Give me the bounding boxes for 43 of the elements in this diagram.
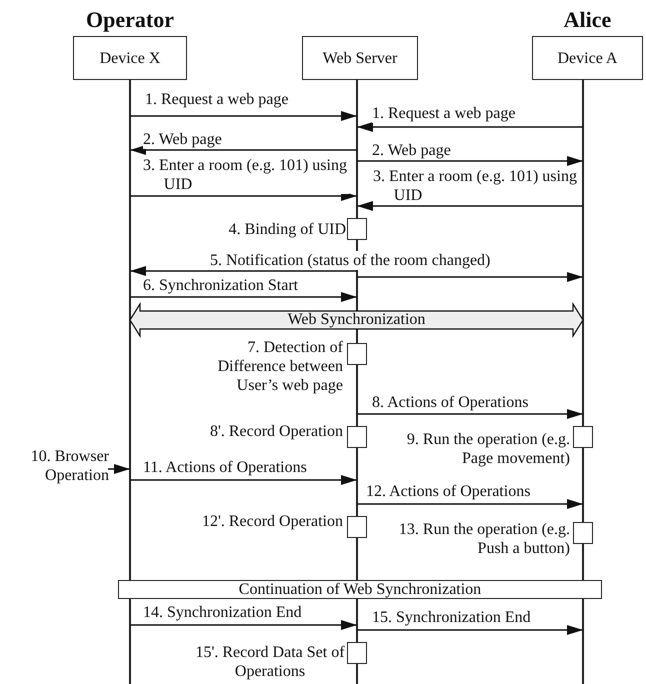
message-label: Web Synchronization <box>286 310 426 329</box>
arrow <box>357 272 583 282</box>
arrow <box>357 625 583 635</box>
message-label: 6. Synchronization Start <box>143 276 298 295</box>
arrow <box>130 191 357 201</box>
arrow <box>130 266 357 276</box>
message-label: 3. Enter a room (e.g. 101) using UID <box>143 156 349 194</box>
message-label: 14. Synchronization End <box>143 603 302 622</box>
message-label: 1. Request a web page <box>372 104 516 123</box>
step-label: 8'. Record Operation <box>208 422 343 441</box>
participant-box: Device X <box>73 36 187 80</box>
message-label: 2. Web page <box>372 141 451 160</box>
message-label: 2. Web page <box>143 130 222 149</box>
message-label: 5. Notification (status of the room changed) <box>210 251 490 270</box>
participant-box: Web Server <box>302 36 418 80</box>
step-label: 9. Run the operation (e.g. Page movement) <box>406 430 570 468</box>
participant-name: Alice <box>562 8 612 32</box>
step-label: 4. Binding of UID <box>228 220 346 239</box>
message-label: 15. Synchronization End <box>372 608 531 627</box>
arrow <box>357 201 583 211</box>
message-label: 8. Actions of Operations <box>372 393 528 412</box>
participant-box: Device A <box>532 36 643 80</box>
arrow <box>357 122 583 132</box>
message-label: 11. Actions of Operations <box>143 458 307 477</box>
arrow <box>130 620 357 630</box>
message-label: 12. Actions of Operations <box>366 482 530 501</box>
step-label: 10. Browser Operation <box>4 447 109 485</box>
arrow <box>357 409 583 419</box>
message-label: 1. Request a web page <box>145 90 289 109</box>
arrow <box>130 111 357 121</box>
participant-name: Operator <box>85 8 175 32</box>
arrow <box>130 475 357 485</box>
step-label: 13. Run the operation (e.g. Push a button) <box>398 520 570 558</box>
arrow <box>357 499 583 509</box>
double-arrow <box>129 302 584 338</box>
step-label: 12'. Record Operation <box>200 512 343 531</box>
step-label: 7. Detection of Difference between User’s web page <box>216 338 343 395</box>
step-label: 15'. Record Data Set of Operations <box>195 643 345 681</box>
arrow <box>357 156 583 166</box>
arrow <box>108 464 130 474</box>
arrow <box>130 292 357 302</box>
section-banner: Continuation of Web Synchronization <box>118 580 602 599</box>
arrow <box>130 145 357 155</box>
